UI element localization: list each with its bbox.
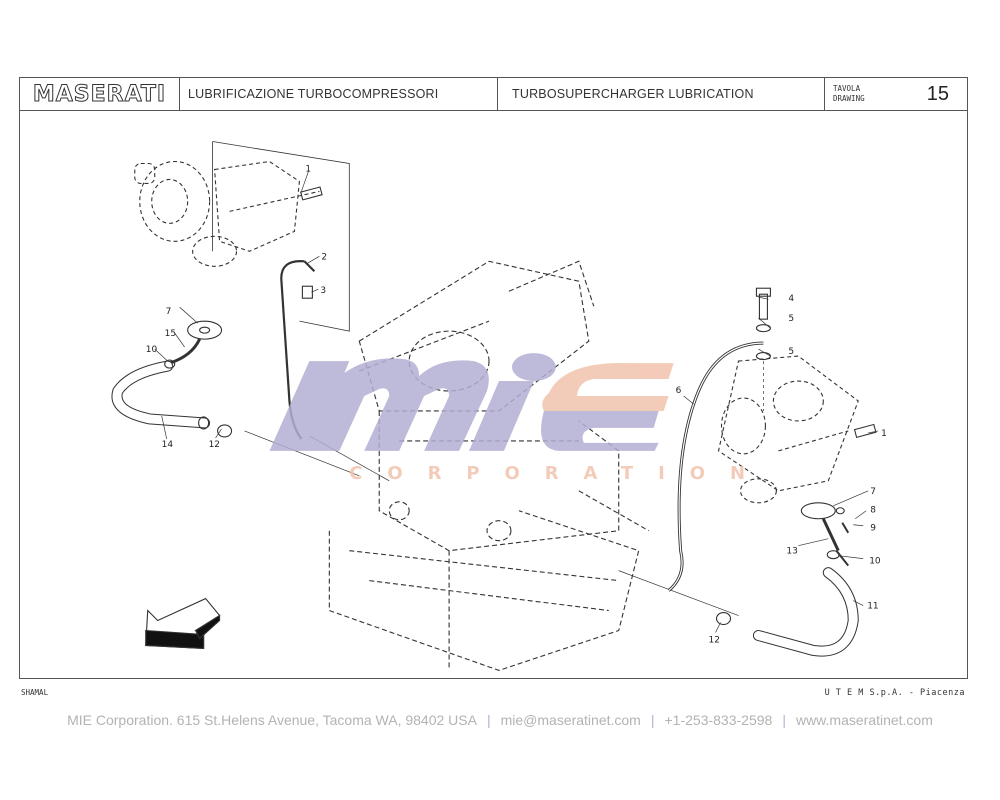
email-link[interactable]: mie@maseratinet.com xyxy=(500,712,641,728)
svg-text:14: 14 xyxy=(162,440,174,450)
svg-text:1: 1 xyxy=(305,164,311,174)
left-turbocharger xyxy=(134,160,320,267)
separator: | xyxy=(650,712,655,728)
phone-number: +1-253-833-2598 xyxy=(664,712,773,728)
svg-text:6: 6 xyxy=(676,386,682,396)
left-group-frame xyxy=(212,141,350,332)
title-italian: LUBRIFICAZIONE TURBOCOMPRESSORI xyxy=(180,78,498,110)
website-link[interactable]: www.maseratinet.com xyxy=(795,712,933,728)
separator: | xyxy=(486,712,491,728)
drawing-number: 15 xyxy=(926,83,949,105)
svg-text:9: 9 xyxy=(870,524,876,534)
svg-text:1: 1 xyxy=(881,429,887,439)
svg-text:10: 10 xyxy=(869,557,881,567)
drawing-number-cell: TAVOLA DRAWING 15 xyxy=(825,78,967,110)
contact-bar: MIE Corporation. 615 St.Helens Avenue, T… xyxy=(0,712,1000,728)
company-address: MIE Corporation. 615 St.Helens Avenue, T… xyxy=(67,712,477,728)
svg-text:5: 5 xyxy=(788,347,794,357)
svg-text:3: 3 xyxy=(320,286,326,296)
svg-text:11: 11 xyxy=(867,602,878,612)
title-english: TURBOSUPERCHARGER LUBRICATION xyxy=(498,78,825,110)
publisher: U T E M S.p.A. - Piacenza xyxy=(824,688,965,698)
drawing-label: TAVOLA DRAWING xyxy=(833,84,865,103)
svg-text:7: 7 xyxy=(166,307,172,317)
svg-text:12: 12 xyxy=(209,440,220,450)
svg-text:4: 4 xyxy=(788,294,794,304)
front-arrow-icon xyxy=(145,597,221,650)
svg-text:2: 2 xyxy=(321,252,327,262)
exploded-parts-diagram: CORPORATION 1 2 3 7 15 10 14 12 4 5 5 6 … xyxy=(111,141,887,671)
title-block: MASERATI LUBRIFICAZIONE TURBOCOMPRESSORI… xyxy=(20,78,967,111)
mie-watermark: CORPORATION xyxy=(269,353,770,484)
svg-text:10: 10 xyxy=(146,345,158,355)
svg-text:8: 8 xyxy=(870,506,876,516)
svg-text:12: 12 xyxy=(709,635,720,645)
model-name: SHAMAL xyxy=(21,688,49,697)
svg-text:CORPORATION: CORPORATION xyxy=(349,463,770,484)
drawing-sheet: MASERATI LUBRIFICAZIONE TURBOCOMPRESSORI… xyxy=(19,77,968,679)
separator: | xyxy=(782,712,786,728)
svg-text:15: 15 xyxy=(165,329,176,339)
right-turbocharger xyxy=(717,355,859,504)
svg-text:5: 5 xyxy=(788,314,794,324)
svg-text:7: 7 xyxy=(870,487,876,497)
brand-logo: MASERATI xyxy=(20,78,180,110)
svg-text:13: 13 xyxy=(786,547,797,557)
